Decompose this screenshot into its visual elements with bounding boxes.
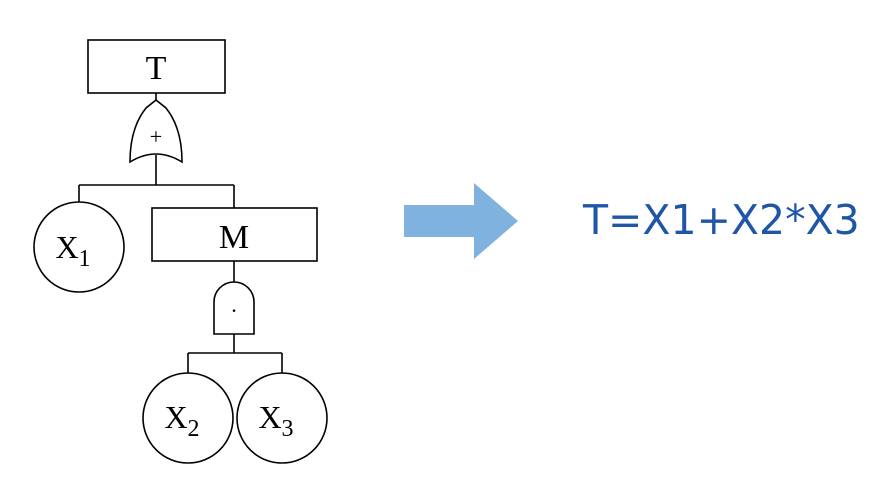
top-event-label: T (146, 50, 167, 87)
and-gate: · (213, 281, 255, 335)
svg-text:X1: X1 (55, 229, 90, 272)
top-event-node: T (87, 39, 226, 94)
or-gate: + (129, 98, 183, 164)
basic-event-x2: X2 (142, 372, 234, 464)
x1-base: X (55, 229, 78, 265)
x1-subscript: 1 (79, 246, 91, 272)
intermediate-event-node: M (151, 207, 318, 262)
svg-text:X3: X3 (258, 399, 293, 442)
basic-event-x3: X3 (236, 372, 328, 464)
x3-base: X (258, 399, 281, 435)
right-arrow-icon (404, 183, 518, 259)
boolean-expression: T=X1+X2*X3 (582, 196, 860, 244)
or-gate-symbol: + (150, 124, 162, 149)
and-gate-symbol: · (230, 298, 237, 323)
x2-base: X (164, 399, 187, 435)
x2-subscript: 2 (188, 416, 200, 442)
intermediate-event-label: M (219, 219, 249, 256)
basic-event-x1: X1 (33, 201, 125, 293)
svg-text:X2: X2 (164, 399, 199, 442)
x3-subscript: 3 (282, 416, 294, 442)
